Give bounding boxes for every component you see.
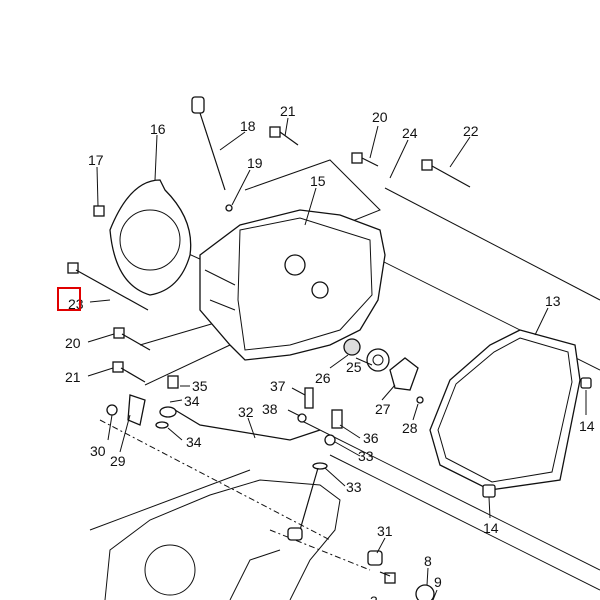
crankcase-cover [199,209,386,361]
callout-31: 31 [377,523,393,539]
callout-9: 9 [434,574,442,590]
callout-21: 21 [280,103,296,119]
plate-part [109,179,192,296]
callout-18: 18 [240,118,256,134]
callout-34: 34 [186,434,202,450]
callout-33: 33 [346,479,362,495]
callout-labels: 21 20 24 22 16 18 17 19 15 23 13 20 21 3… [57,103,595,600]
callout-28: 28 [402,420,418,436]
callout-13: 13 [545,293,561,309]
callout-32: 32 [238,404,254,420]
callout-15: 15 [310,173,326,189]
callout-35: 35 [192,378,208,394]
callout-14: 14 [483,520,499,536]
guide-lines [89,159,600,591]
callout-8: 8 [424,553,432,569]
callout-29: 29 [110,453,126,469]
leader-lines [87,117,587,600]
callout-20: 20 [65,335,81,351]
callout-30: 30 [90,443,106,459]
callout-20: 20 [372,109,388,125]
gasket [429,329,581,491]
callout-34: 34 [184,393,200,409]
callout-14: 14 [579,418,595,434]
callout-26: 26 [315,370,331,386]
callout-25: 25 [346,359,362,375]
callout-33: 33 [358,448,374,464]
callout-24: 24 [402,125,418,141]
callout-17: 17 [88,152,104,168]
callout-27: 27 [375,401,391,417]
callout-37: 37 [270,378,286,394]
callout-3: 3 [370,593,378,600]
highlight-box [57,287,81,311]
crankcase-body [104,479,341,600]
callout-21: 21 [65,369,81,385]
callout-22: 22 [463,123,479,139]
callout-19: 19 [247,155,263,171]
callout-36: 36 [363,430,379,446]
bolts [67,126,471,584]
callout-16: 16 [150,121,166,137]
callout-38: 38 [262,401,278,417]
